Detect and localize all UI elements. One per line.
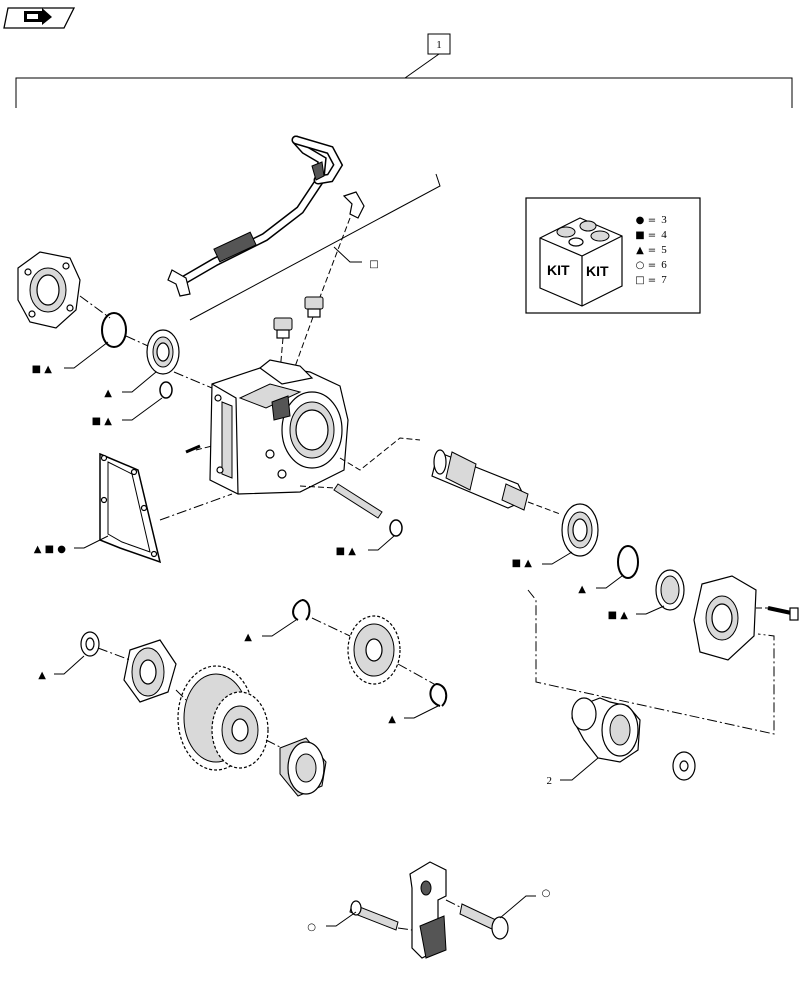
legend-rows: ●=3■=4▲=5○=6□=7: [635, 214, 667, 286]
marker-ring-right: ▲: [578, 584, 586, 595]
marker-circlip-bottom: ▲: [388, 714, 396, 725]
ring-right: [617, 545, 639, 579]
legend-row-ref: 6: [661, 259, 667, 271]
o-ring-left: [101, 312, 127, 348]
marker-circlip-top: ▲: [244, 632, 252, 643]
mounting-bracket: [409, 861, 447, 959]
kit-label-right: KIT: [586, 263, 609, 279]
gasket: [99, 452, 162, 564]
cover-bolt: [767, 606, 799, 621]
pipe-kit-leader: [333, 246, 362, 263]
legend-row-symbol: □: [635, 275, 644, 286]
legend-row-ref: 5: [661, 244, 667, 256]
marker-stud-ring: ■ ▲: [336, 546, 357, 557]
pipe-kit-frame: [189, 173, 441, 321]
marker-snap-ring-left: ■ ▲: [92, 416, 113, 427]
legend-row-symbol: ▲: [636, 245, 644, 256]
assembly-callout-label: 1: [436, 39, 442, 51]
stud-left: [349, 900, 399, 931]
bearing-cup: [279, 737, 327, 797]
stud-ring: [389, 519, 403, 537]
marker-o-ring-left: ■ ▲: [32, 364, 53, 375]
legend-row-ref: 3: [661, 214, 667, 226]
small-gear: [347, 615, 401, 685]
marker-washer-left: ▲: [38, 670, 46, 681]
pipe-kit-callout: □: [369, 259, 378, 270]
kit-legend: KIT KIT ●=3■=4▲=5○=6□=7: [525, 197, 701, 314]
bearing-left: [146, 329, 180, 375]
seal-right: [655, 569, 685, 611]
plug-left: [273, 317, 293, 339]
housing-bolt: [185, 444, 201, 454]
next-page-button[interactable]: [3, 7, 76, 29]
output-hub: [571, 697, 641, 763]
marker-bearing-right: ■ ▲: [512, 558, 533, 569]
next-page-arrow-icon: [24, 8, 52, 25]
bolt-left-callout: ○: [307, 922, 316, 933]
stud: [333, 483, 383, 519]
circlip-top: [292, 599, 311, 621]
bearing-cone-left: [123, 639, 177, 703]
marker-gasket: ▲ ■ ●: [34, 544, 66, 555]
bolt-right: [459, 903, 509, 940]
legend-row-symbol: ○: [636, 260, 645, 271]
assembly-callout: 1: [404, 33, 451, 79]
oil-pipe: [167, 135, 365, 297]
legend-row-ref: 7: [661, 274, 667, 286]
legend-row-eq: =: [648, 275, 656, 286]
right-cover-plate: [693, 575, 757, 661]
marker-seal-right: ■ ▲: [608, 610, 629, 621]
legend-row-eq: =: [648, 215, 656, 226]
bearing-right: [561, 503, 599, 557]
output-shaft: [339, 437, 529, 511]
plug-right: [304, 296, 324, 318]
hub-callout: 2: [547, 775, 553, 787]
legend-row-symbol: ●: [636, 215, 645, 226]
circlip-bottom: [429, 683, 448, 707]
large-gear: [177, 665, 269, 771]
legend-row-eq: =: [648, 230, 656, 241]
kit-label-left: KIT: [547, 262, 570, 278]
hub-group-frame: [527, 589, 775, 735]
marker-bearing-left: ▲: [104, 388, 112, 399]
legend-row-eq: =: [648, 260, 656, 271]
pto-housing: [209, 359, 349, 495]
assembly-bracket: [15, 77, 793, 108]
legend-row-symbol: ■: [635, 230, 644, 241]
snap-ring-left: [159, 381, 173, 399]
legend-row-eq: =: [648, 245, 656, 256]
left-cover-plate: [17, 251, 81, 329]
bolt-right-callout: ○: [542, 888, 551, 899]
kit-box-icon: KIT KIT: [539, 217, 623, 307]
legend-row-ref: 4: [661, 229, 667, 241]
